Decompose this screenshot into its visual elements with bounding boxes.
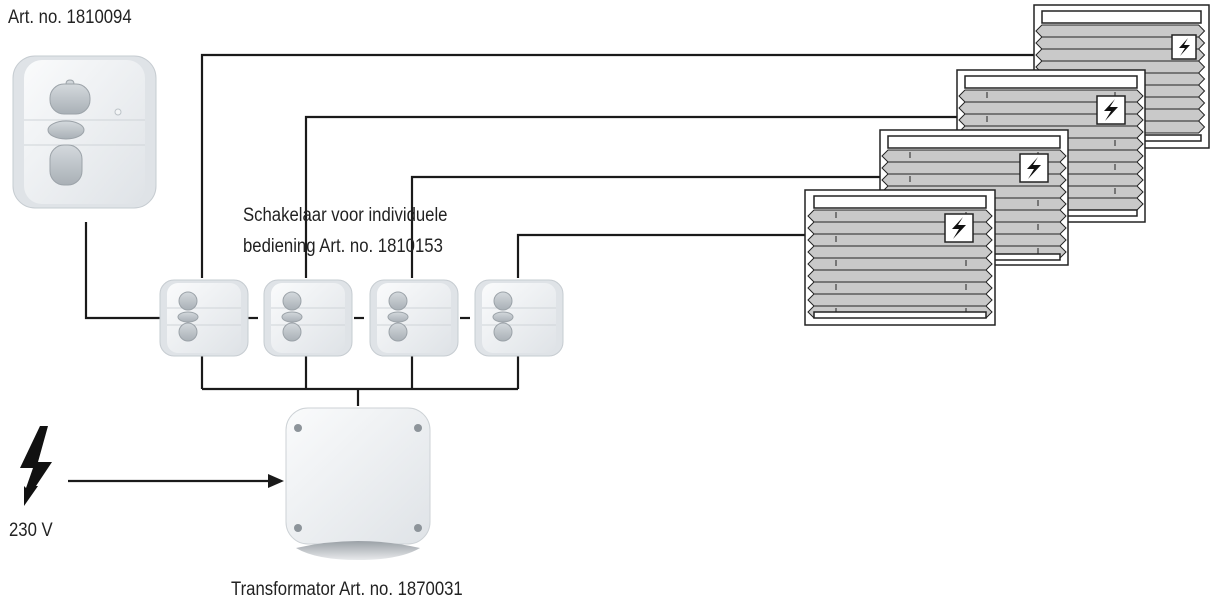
- transformer-box-icon: [285, 407, 431, 560]
- lightning-bolt-icon: [20, 426, 52, 506]
- individual-switch-label-line1: Schakelaar voor individuele: [243, 205, 448, 226]
- individual-switch-2-icon: [263, 279, 353, 357]
- power-arrowhead: [268, 474, 284, 488]
- wire-switch-4-blind-1: [516, 233, 805, 278]
- transformer-label: Transformator Art. no. 1870031: [231, 579, 463, 600]
- voltage-label: 230 V: [9, 520, 53, 541]
- wire-switch-3-blind-2: [410, 175, 880, 278]
- individual-switch-4-icon: [474, 279, 564, 357]
- individual-switch-label-line2: bediening Art. no. 1810153: [243, 236, 443, 257]
- wiring: [68, 53, 1034, 483]
- individual-switch-3-icon: [369, 279, 459, 357]
- wire-central-to-switches: [84, 222, 160, 320]
- individual-switch-1-icon: [159, 279, 249, 357]
- blind-1: [804, 189, 996, 326]
- wire-switch-2-blind-3: [304, 115, 957, 278]
- central-switch-article-label: Art. no. 1810094: [8, 7, 132, 28]
- wire-switch-1-blind-4: [200, 53, 1034, 278]
- central-switch-icon: [12, 55, 157, 209]
